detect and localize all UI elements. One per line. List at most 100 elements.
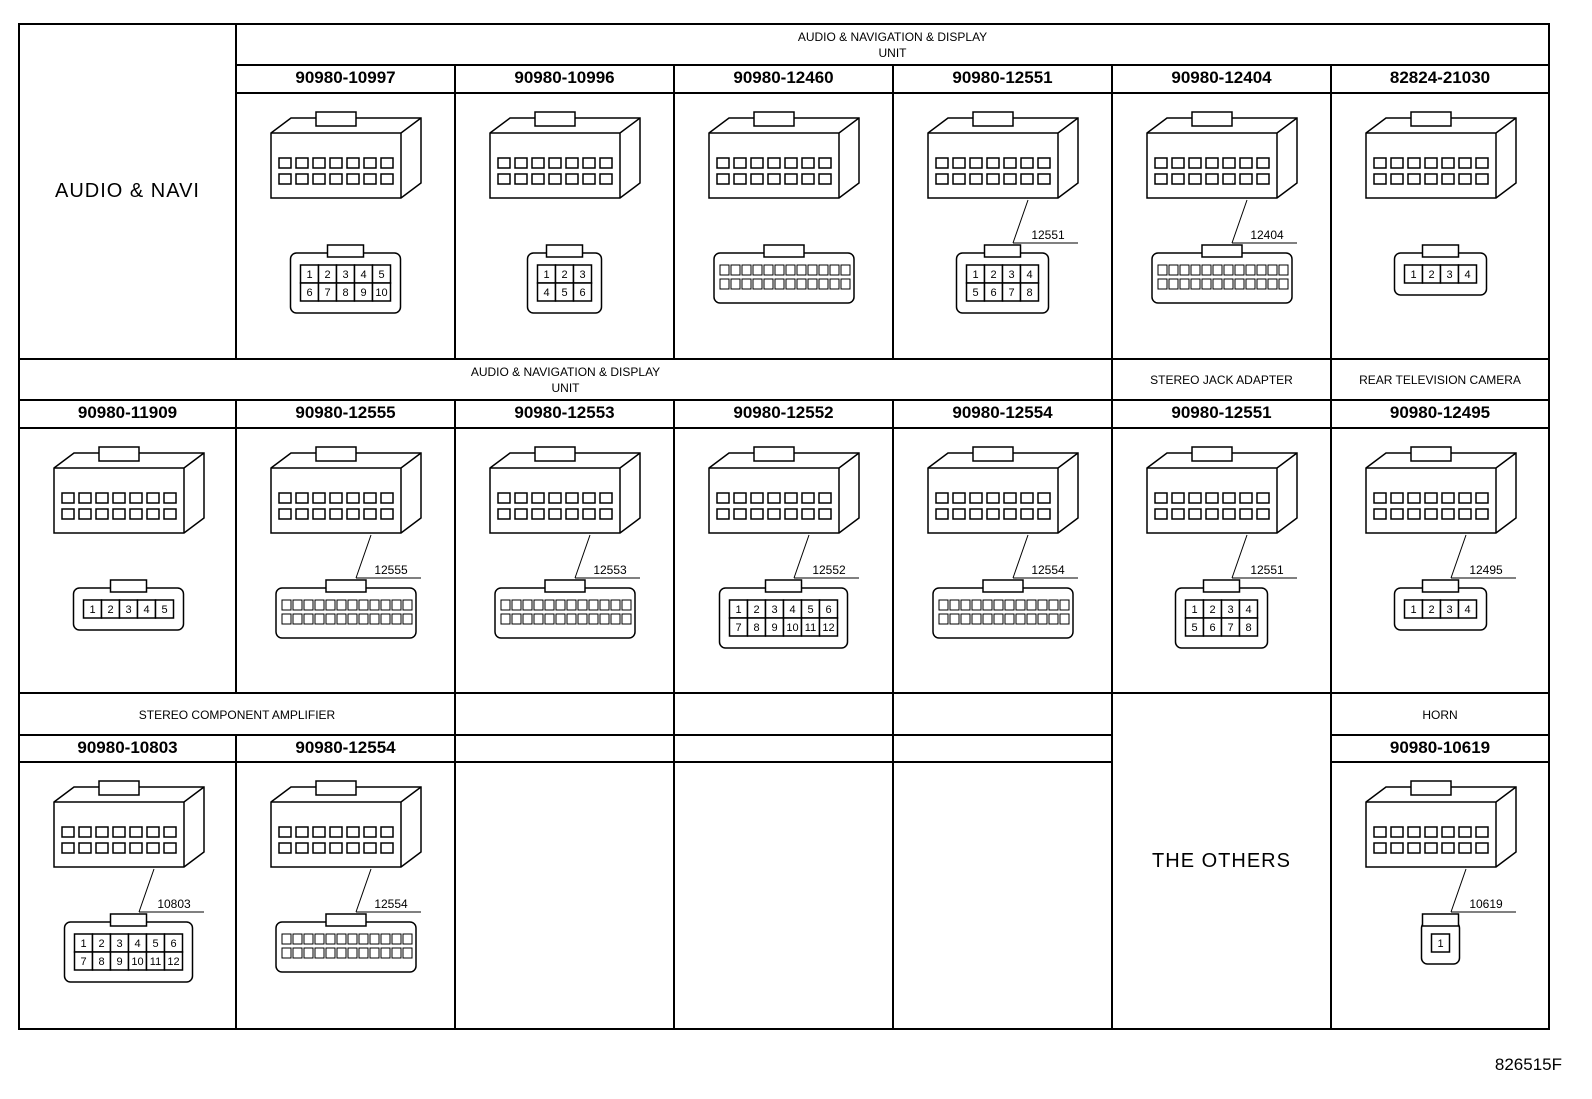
part-number: 90980-10803 — [77, 738, 178, 757]
pin-number: 1 — [972, 269, 978, 281]
pin-number: 1 — [1410, 604, 1416, 616]
part-number: 90980-12555 — [295, 403, 396, 422]
pin-number: 6 — [170, 938, 176, 950]
connector-body — [53, 786, 205, 868]
part-number: 90980-12460 — [733, 68, 834, 87]
connector-figure-90980-12460 — [674, 93, 893, 358]
pin-number: 3 — [579, 269, 585, 281]
pin-number: 3 — [1446, 604, 1452, 616]
connector-drawing — [708, 111, 860, 304]
pin-number: 9 — [360, 287, 366, 299]
connector-body — [1365, 452, 1517, 534]
pin-number: 2 — [1428, 269, 1434, 281]
pin-number: 1 — [306, 269, 312, 281]
callout-label: 12551 — [1250, 563, 1284, 577]
connector-drawing: 12553 — [489, 446, 641, 639]
pin-number: 6 — [306, 287, 312, 299]
connector-body — [1146, 117, 1298, 199]
part-number: 90980-12551 — [1171, 403, 1272, 422]
connector-body — [1146, 452, 1298, 534]
connector-body — [270, 452, 422, 534]
pin-number: 8 — [98, 956, 104, 968]
pin-number: 3 — [1227, 604, 1233, 616]
group-title-audio-nav-unit: AUDIO & NAVIGATION & DISPLAY UNIT — [797, 30, 988, 60]
connector-body — [1365, 117, 1517, 199]
part-number: 90980-12553 — [514, 403, 615, 422]
pin-number: 10 — [786, 622, 798, 634]
pin-number: 4 — [789, 604, 795, 616]
group-title-audio-nav-unit-2: AUDIO & NAVIGATION & DISPLAY UNIT — [470, 365, 661, 395]
callout-label: 12551 — [1031, 228, 1065, 242]
group-title-stereo-amp: STEREO COMPONENT AMPLIFIER — [138, 708, 336, 722]
connector-figure-90980-12404: 12404 — [1112, 93, 1331, 358]
pin-number: 8 — [1245, 622, 1251, 634]
pin-number: 1 — [80, 938, 86, 950]
part-number: 90980-10997 — [295, 68, 396, 87]
pin-number: 10 — [131, 956, 143, 968]
the-others-label: THE OTHERS — [1152, 850, 1291, 872]
part-number: 90980-12404 — [1171, 68, 1272, 87]
connector-figure-90980-12554: 12554 — [893, 428, 1112, 693]
pin-number: 1 — [1437, 938, 1443, 950]
connector-body — [708, 117, 860, 199]
pin-number: 12 — [167, 956, 179, 968]
pin-number: 7 — [1227, 622, 1233, 634]
connector-body — [1365, 786, 1517, 868]
pin-number: 5 — [1191, 622, 1197, 634]
connector-body — [489, 452, 641, 534]
pin-number: 11 — [150, 956, 161, 968]
part-number: 90980-10996 — [514, 68, 615, 87]
figure-id: 826515F — [1494, 1055, 1562, 1074]
pin-number: 3 — [125, 604, 131, 616]
pin-number: 5 — [161, 604, 167, 616]
group-title-horn: HORN — [1422, 708, 1458, 722]
part-number: 90980-12552 — [733, 403, 834, 422]
callout-label: 12555 — [374, 563, 408, 577]
pin-number: 6 — [825, 604, 831, 616]
pin-number: 7 — [324, 287, 330, 299]
pin-number: 1 — [543, 269, 549, 281]
pin-number: 11 — [805, 622, 816, 634]
pin-number: 8 — [1026, 287, 1032, 299]
pin-number: 3 — [116, 938, 122, 950]
callout-label: 12495 — [1469, 563, 1503, 577]
pin-number: 4 — [143, 604, 149, 616]
pin-number: 4 — [543, 287, 549, 299]
pin-number: 5 — [807, 604, 813, 616]
pin-number: 8 — [753, 622, 759, 634]
connector-body — [927, 452, 1079, 534]
callout-label: 12554 — [374, 897, 408, 911]
callout-label: 12554 — [1031, 563, 1065, 577]
connector-figure-90980-12555: 12555 — [236, 428, 455, 693]
pin-number: 2 — [990, 269, 996, 281]
callout-label: 12553 — [593, 563, 627, 577]
connector-drawing: 12404 — [1146, 111, 1298, 304]
pin-number: 6 — [990, 287, 996, 299]
pin-number: 12 — [822, 622, 834, 634]
pin-number: 3 — [342, 269, 348, 281]
pin-number: 4 — [134, 938, 140, 950]
part-number: 90980-12551 — [952, 68, 1053, 87]
pin-number: 9 — [771, 622, 777, 634]
connector-body — [270, 786, 422, 868]
pin-number: 1 — [735, 604, 741, 616]
callout-label: 10803 — [157, 897, 191, 911]
pin-number: 4 — [1464, 604, 1470, 616]
pin-number: 9 — [116, 956, 122, 968]
pin-number: 4 — [1464, 269, 1470, 281]
pin-number: 2 — [1209, 604, 1215, 616]
pin-number: 3 — [1008, 269, 1014, 281]
